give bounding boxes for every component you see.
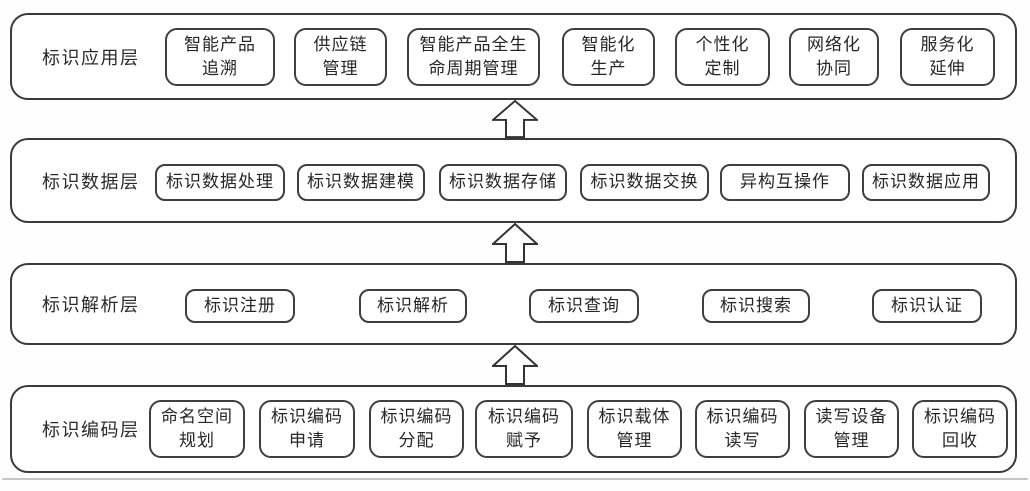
layer-data-label: 标识数据层	[42, 171, 140, 192]
node-id-carrier-mgmt: 标识载体 管理	[587, 400, 682, 458]
node-networked-collaboration: 网络化 协同	[789, 28, 879, 86]
layer-application-label: 标识应用层	[42, 47, 140, 68]
node-id-code-read-write: 标识编码 读写	[695, 400, 790, 458]
up-block-arrow-icon	[492, 100, 538, 138]
node-lifecycle-mgmt: 智能产品全生 命周期管理	[407, 28, 540, 86]
node-personalized-customization: 个性化 定制	[675, 28, 770, 86]
node-supply-chain-mgmt: 供应链 管理	[294, 28, 387, 86]
node-id-data-exchange: 标识数据交换	[580, 164, 709, 201]
up-block-arrow-icon	[492, 223, 538, 263]
node-service-extension: 服务化 延伸	[900, 28, 995, 86]
layer-resolution-label: 标识解析层	[42, 295, 140, 315]
node-id-code-apply: 标识编码 申请	[259, 400, 355, 458]
node-id-search: 标识搜索	[702, 289, 810, 323]
node-smart-production: 智能化 生产	[562, 28, 655, 86]
node-id-data-storage: 标识数据存储	[439, 164, 567, 201]
node-id-code-assignment: 标识编码 赋予	[475, 400, 573, 458]
layer-data: 标识数据层 标识数据处理 标识数据建模 标识数据存储 标识数据交换 异构互操作 …	[10, 138, 1017, 223]
node-id-code-recycle: 标识编码 回收	[912, 400, 1008, 458]
node-id-query: 标识查询	[529, 289, 639, 323]
node-heterogeneous-interop: 异构互操作	[720, 164, 850, 201]
layer-application: 标识应用层 智能产品 追溯 供应链 管理 智能产品全生 命周期管理 智能化 生产…	[10, 13, 1017, 100]
node-id-code-allocation: 标识编码 分配	[369, 400, 464, 458]
node-id-registration: 标识注册	[185, 289, 295, 323]
node-id-data-modeling: 标识数据建模	[297, 164, 425, 201]
node-namespace-planning: 命名空间 规划	[149, 400, 245, 458]
node-smart-product-trace: 智能产品 追溯	[165, 28, 275, 86]
node-id-resolution: 标识解析	[359, 289, 467, 323]
node-id-data-application: 标识数据应用	[862, 164, 990, 201]
layer-encoding: 标识编码层 命名空间 规划 标识编码 申请 标识编码 分配 标识编码 赋予 标识…	[10, 385, 1017, 473]
layer-resolution: 标识解析层 标识注册 标识解析 标识查询 标识搜索 标识认证	[10, 263, 1017, 345]
page-edge-line	[2, 478, 1028, 480]
node-reader-device-mgmt: 读写设备 管理	[804, 400, 899, 458]
layer-encoding-label: 标识编码层	[42, 420, 140, 440]
up-block-arrow-icon	[492, 345, 538, 385]
node-id-data-processing: 标识数据处理	[155, 164, 285, 201]
node-id-authentication: 标识认证	[872, 289, 982, 323]
